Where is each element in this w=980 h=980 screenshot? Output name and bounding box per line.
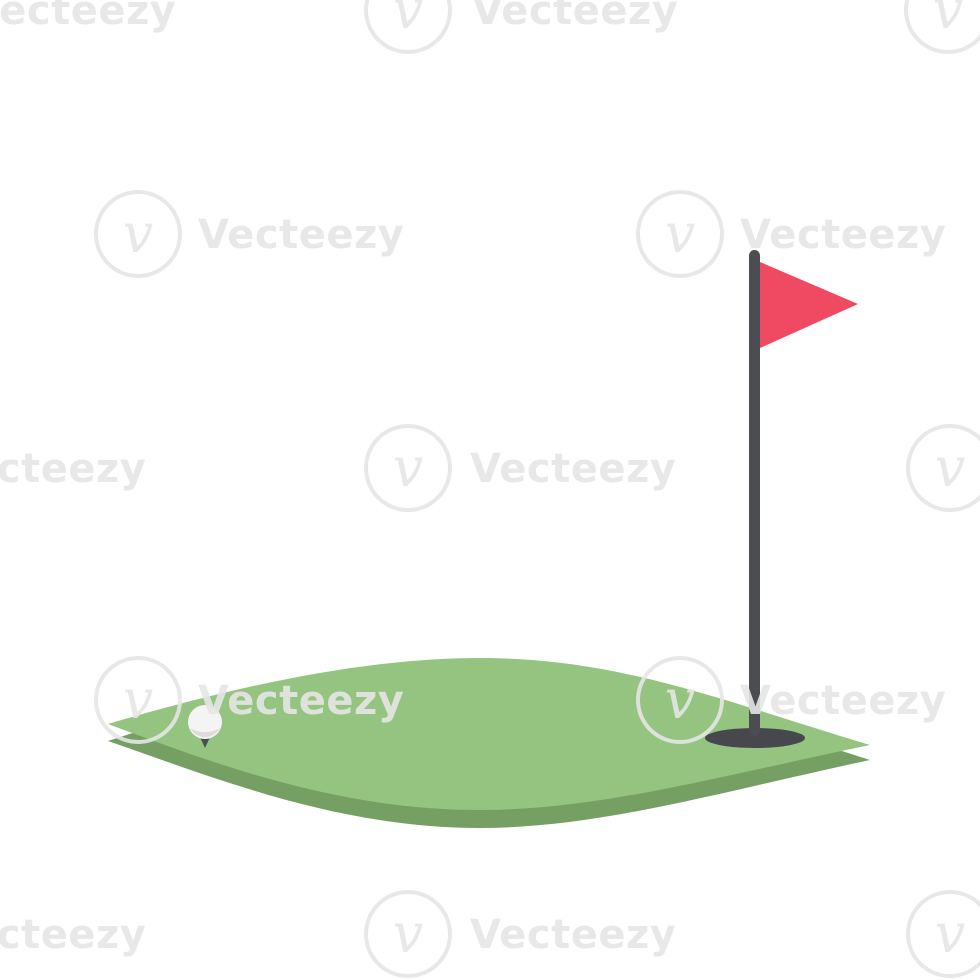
golf-hole [705,728,805,748]
watermark-logo-ring [906,890,980,978]
watermark-logo-ring [94,190,182,278]
watermark-logo-glyph: v [665,668,696,731]
watermark-logo-ring [636,656,724,744]
watermark-logo: v [636,656,724,744]
watermark-logo-glyph: v [935,436,966,499]
watermark-logo: v [636,190,724,278]
watermark-logo-ring [364,890,452,978]
flag-pole [749,250,760,736]
watermark-text: Vecteezy [198,678,404,724]
watermark-text: Vecteezy [472,0,678,34]
watermark-text: Vecteezy [470,912,676,958]
watermark-logo-glyph: v [933,0,964,41]
watermark-logo-ring [904,0,980,54]
flag-icon [760,262,858,348]
watermark-logo-ring [906,424,980,512]
watermark-text: Vecteezy [198,212,404,258]
watermark-logo-glyph: v [123,202,154,265]
watermark-logo-ring [364,0,452,54]
watermark-logo-ring [94,656,182,744]
watermark-text: Vecteezy [0,446,146,492]
watermark-logo-glyph: v [393,0,424,41]
watermark-logo-ring [364,424,452,512]
watermark-logo-glyph: v [935,902,966,965]
watermark-logo: v [364,890,452,978]
watermark-logo: v [94,190,182,278]
watermark-logo-ring [636,190,724,278]
watermark-text: Vecteezy [0,0,176,34]
watermark-logo-glyph: v [665,202,696,265]
watermark-logo: v [906,424,980,512]
watermark-text: Vecteezy [470,446,676,492]
watermark-text: Vecteezy [0,912,146,958]
watermark-logo-glyph: v [393,902,424,965]
watermark-logo: v [364,424,452,512]
watermark-text: Vecteezy [740,678,946,724]
golf-ball-icon [188,705,222,739]
watermark-logo-glyph: v [123,668,154,731]
golf-ball-shading [190,728,220,737]
watermark-logo: v [904,0,980,54]
watermark-logo: v [94,656,182,744]
watermark-logo: v [364,0,452,54]
golf-green-surface [108,658,870,810]
watermark-logo: v [906,890,980,978]
watermark-logo-glyph: v [393,436,424,499]
watermark-text: Vecteezy [740,212,946,258]
